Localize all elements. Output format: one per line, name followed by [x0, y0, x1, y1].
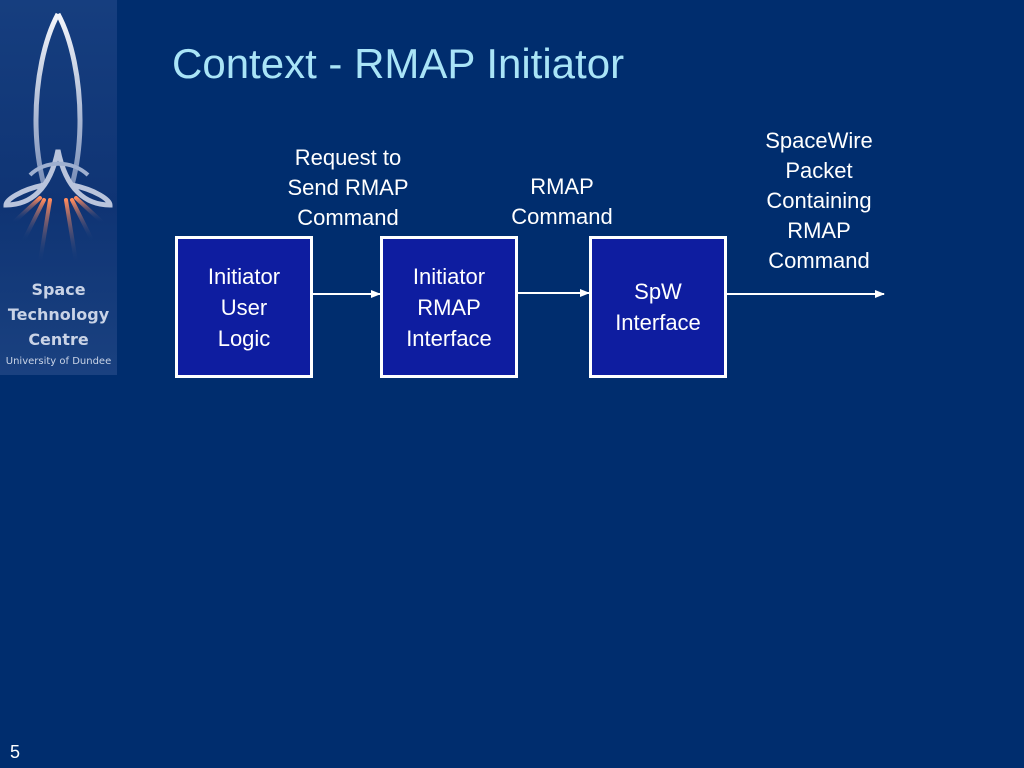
box-spw-interface: SpW Interface — [589, 236, 727, 378]
logo-text-technology: Technology — [7, 305, 110, 324]
slide-number: 5 — [10, 742, 21, 762]
label-request-to-send: Request to Send RMAP Command — [287, 145, 409, 230]
logo-text-university: University of Dundee — [5, 356, 112, 367]
logo-text-centre: Centre — [28, 330, 89, 349]
logo-panel: Space Technology Centre University of Du… — [0, 0, 117, 375]
box-initiator-user-logic: Initiator User Logic — [175, 236, 313, 378]
slide-title: Context - RMAP Initiator — [172, 40, 625, 87]
box-initiator-rmap-interface: Initiator RMAP Interface — [380, 236, 518, 378]
label-spacewire-packet: SpaceWire Packet Containing RMAP Command — [765, 128, 873, 273]
label-rmap-command: RMAP Command — [511, 174, 613, 229]
rocket-logo-icon — [3, 12, 113, 274]
logo-text-space: Space — [31, 280, 86, 299]
